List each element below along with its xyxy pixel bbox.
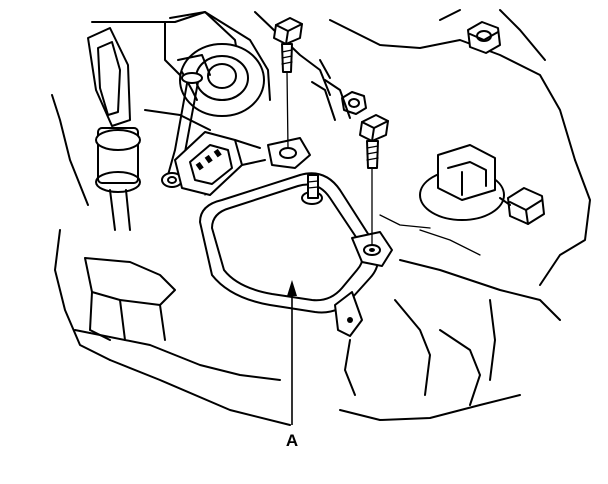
actuator-cylinder	[164, 11, 265, 117]
bolt-right-side	[507, 187, 545, 225]
mounting-bolt-left	[273, 17, 303, 73]
sensor-housing-a	[199, 172, 393, 337]
mounting-ear-left	[267, 137, 311, 169]
shift-lever-rod	[87, 27, 141, 231]
installation-guide-lines	[286, 71, 373, 246]
leader-arrowhead	[287, 280, 297, 296]
sensor-connector	[174, 131, 266, 196]
transmission-housing	[51, 9, 591, 426]
linkage-rod	[161, 72, 203, 188]
callout-label-a: A	[286, 431, 298, 450]
lower-bracket	[84, 257, 176, 341]
plug-right	[419, 144, 511, 221]
nut-top-right	[467, 21, 501, 54]
callout-a: A	[286, 280, 298, 450]
vent-tube	[311, 59, 351, 121]
mounting-bolt-right	[359, 114, 389, 169]
nut-top-center	[341, 91, 367, 115]
